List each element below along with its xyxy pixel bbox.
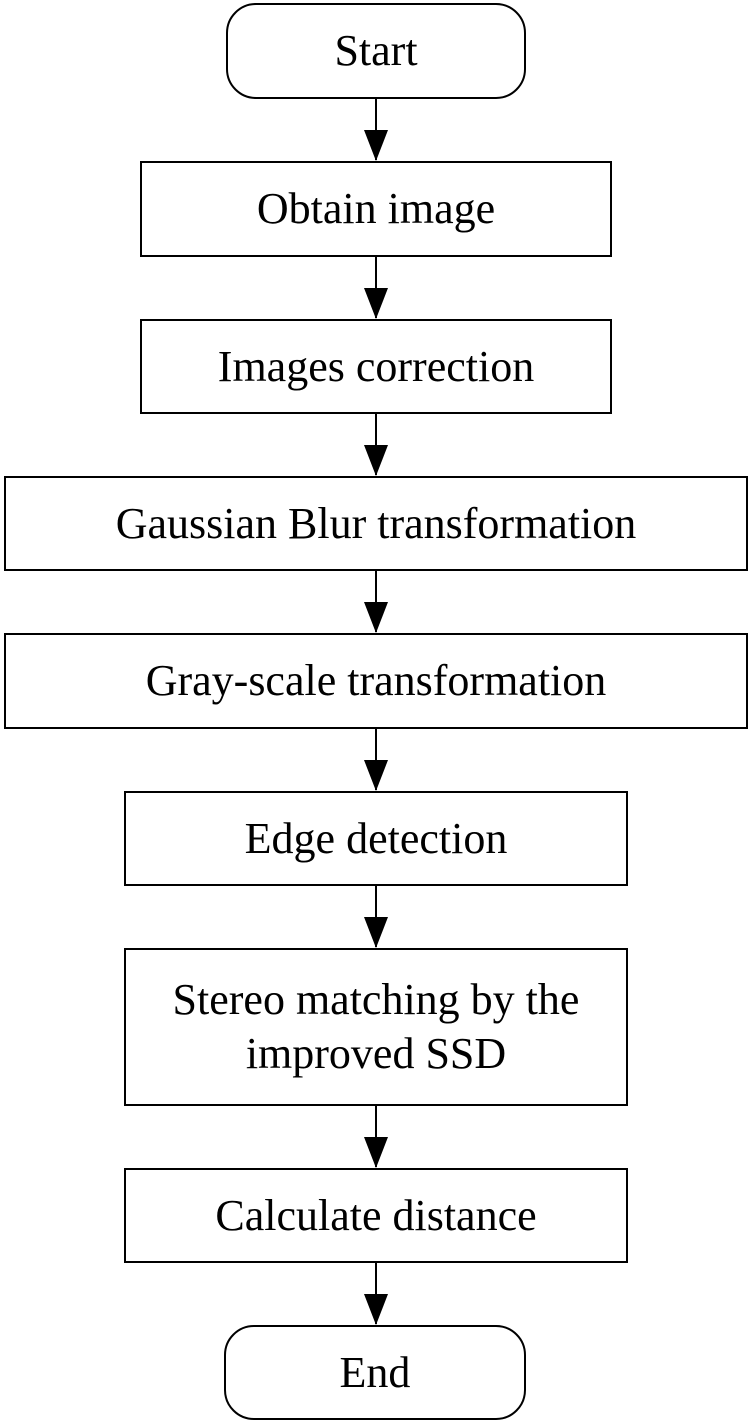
step-label: Obtain image: [256, 184, 496, 234]
arrowhead-8: [364, 1294, 388, 1325]
end-node: End: [224, 1325, 526, 1420]
step-label: Calculate distance: [215, 1190, 537, 1240]
step-calculate-distance: Calculate distance: [124, 1168, 628, 1263]
step-label: Images correction: [217, 341, 535, 391]
arrowhead-4: [364, 602, 388, 633]
arrowhead-1: [364, 130, 388, 161]
step-label: Gray-scale transformation: [145, 656, 607, 706]
step-label: Gaussian Blur transformation: [115, 498, 637, 548]
step-label: Edge detection: [244, 813, 508, 863]
arrowhead-7: [364, 1137, 388, 1168]
arrowhead-5: [364, 760, 388, 791]
arrowhead-3: [364, 445, 388, 476]
step-stereo-matching: Stereo matching by the improved SSD: [124, 948, 628, 1106]
end-label: End: [339, 1347, 411, 1397]
arrowhead-6: [364, 917, 388, 948]
step-edge-detection: Edge detection: [124, 791, 628, 886]
step-gray-scale: Gray-scale transformation: [4, 633, 748, 729]
start-node: Start: [226, 3, 526, 99]
step-images-correction: Images correction: [140, 319, 612, 414]
arrowhead-2: [364, 288, 388, 319]
step-obtain-image: Obtain image: [140, 161, 612, 257]
start-label: Start: [334, 26, 418, 76]
step-gaussian-blur: Gaussian Blur transformation: [4, 476, 748, 571]
step-label: Stereo matching by the improved SSD: [172, 975, 580, 1078]
